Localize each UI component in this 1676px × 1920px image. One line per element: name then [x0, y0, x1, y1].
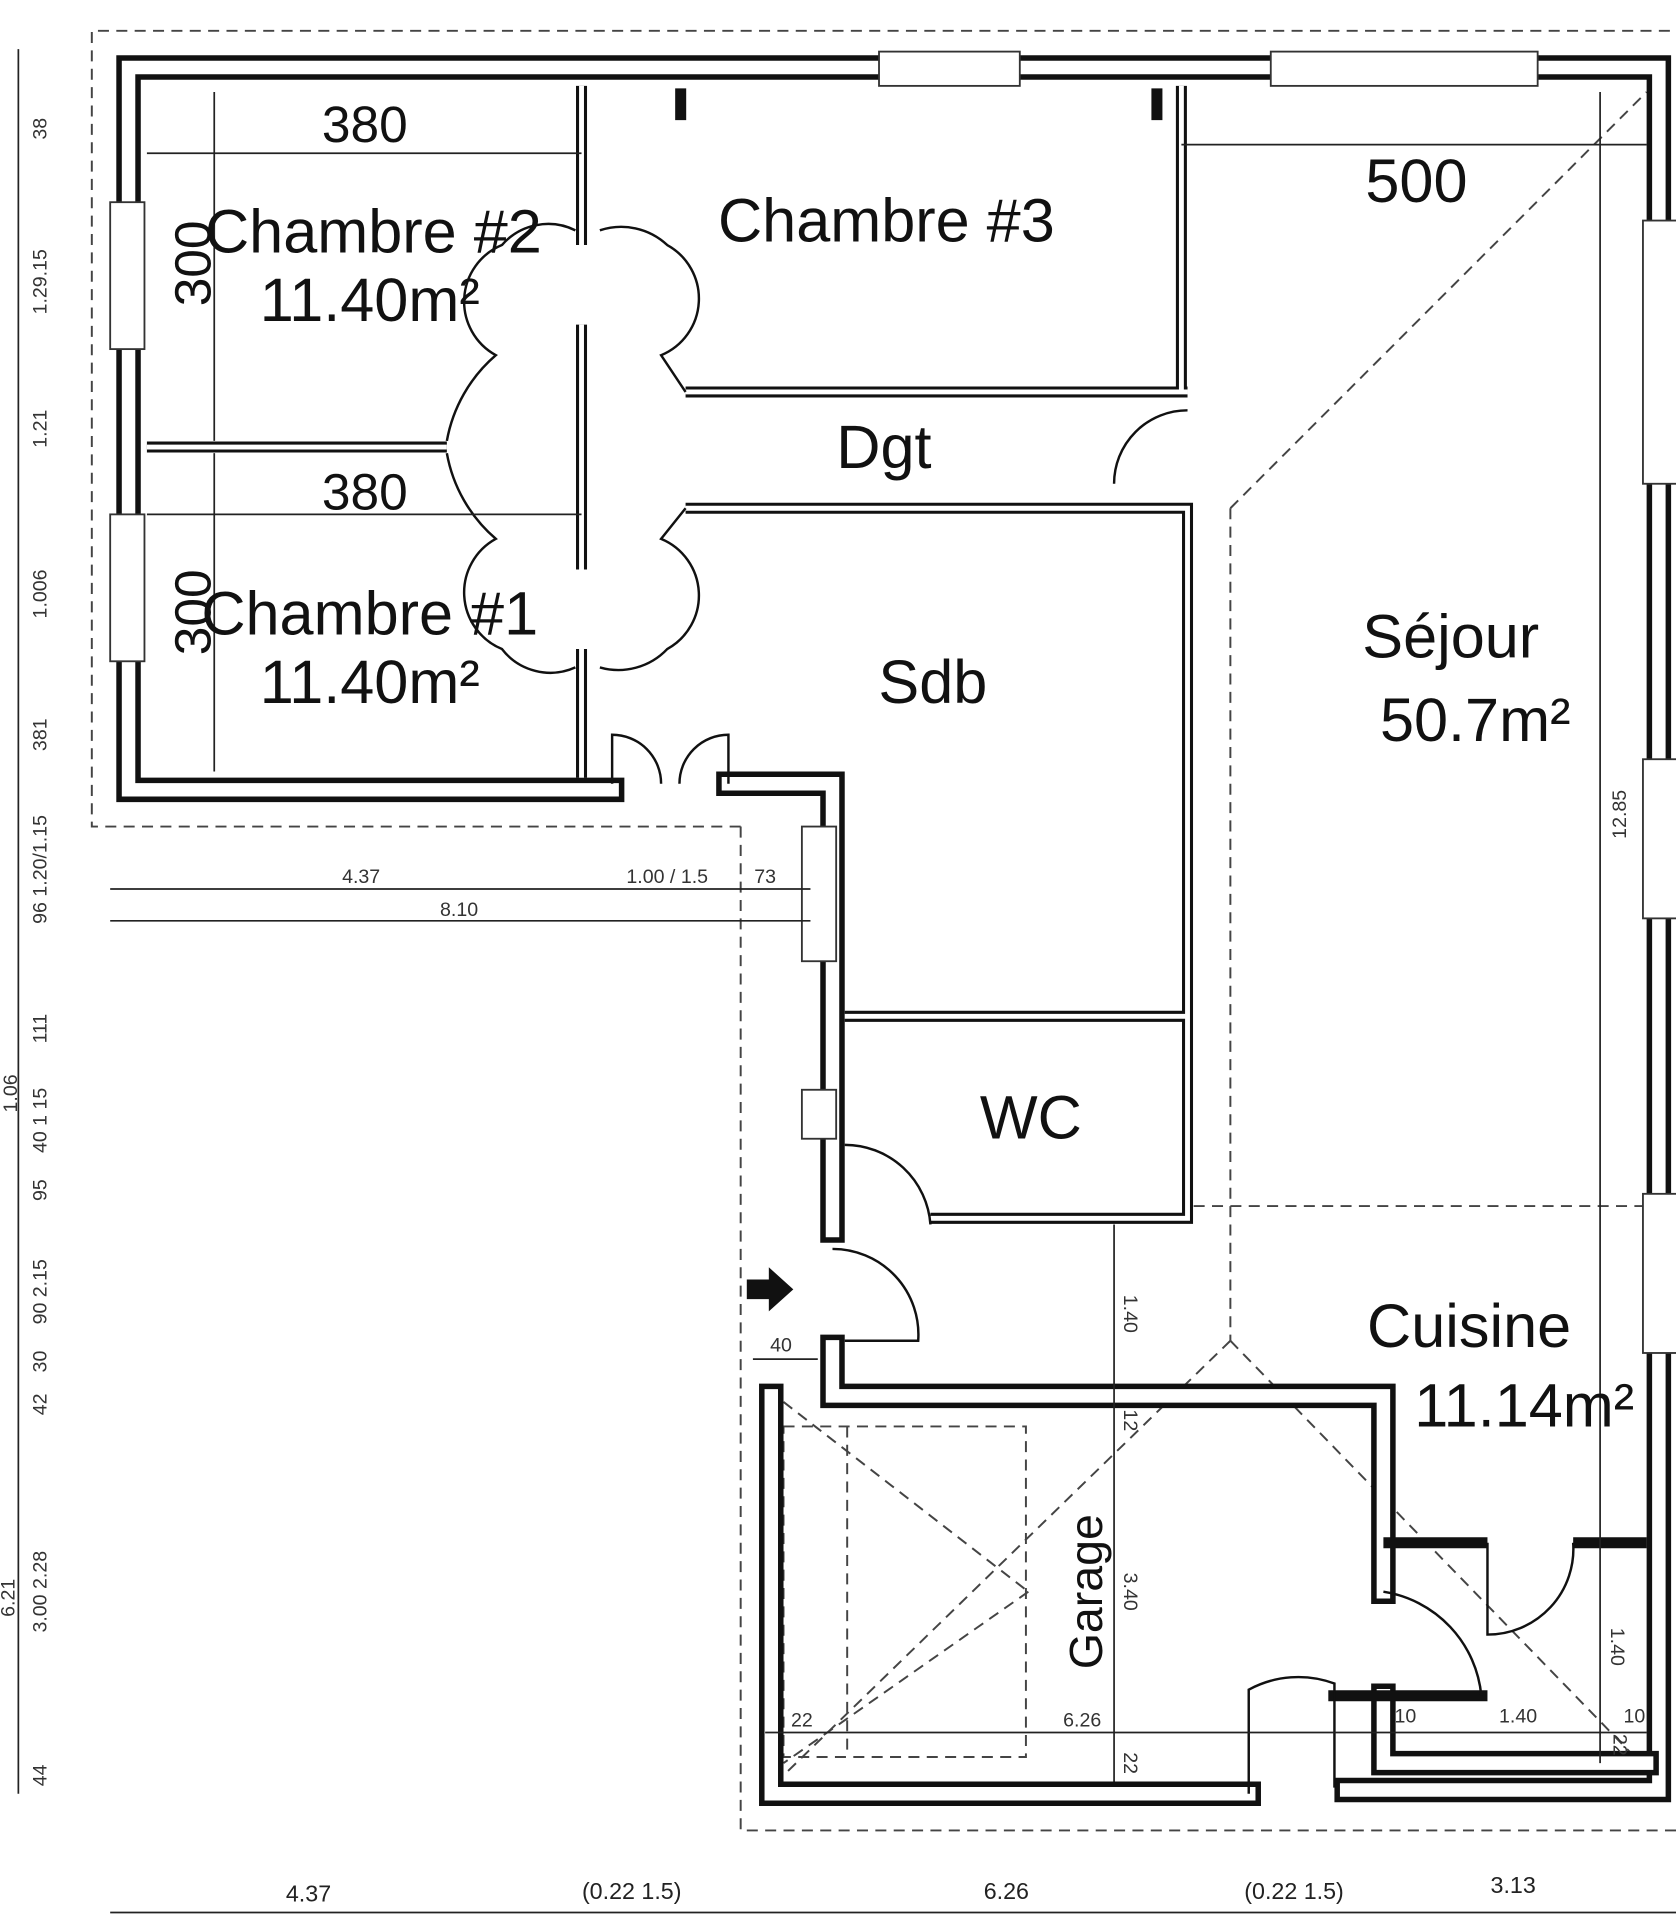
entry-dim-437: 4.37: [342, 866, 380, 888]
sdb-name: Sdb: [878, 648, 987, 716]
left-dim: 42: [30, 1394, 52, 1416]
window: [800, 825, 838, 963]
entry-dim-810: 8.10: [440, 899, 478, 921]
garage-name: Garage: [1060, 1514, 1112, 1669]
kitchen-dim-10b: 10: [1623, 1706, 1645, 1728]
wc-name: WC: [980, 1084, 1082, 1152]
bottom-dim: (0.22 1.5): [1244, 1878, 1344, 1904]
chambre2-width: 380: [322, 95, 408, 153]
window: [800, 1088, 838, 1140]
left-dim: 3.00 2.28: [30, 1551, 52, 1633]
sejour-length: 12.85: [1609, 790, 1631, 839]
entry-40: 40: [770, 1335, 792, 1357]
entry-dim-100: 1.00 / 1.5: [626, 866, 708, 888]
left-dim: 381: [30, 718, 52, 751]
dgt-name: Dgt: [836, 413, 931, 481]
kitchen-dim-10a: 10: [1395, 1706, 1417, 1728]
sejour-width: 500: [1365, 147, 1467, 215]
chambre2-depth: 300: [164, 221, 222, 307]
bottom-dimension-row: 4.37 (0.22 1.5) 6.26 (0.22 1.5) 3.13: [286, 1872, 1536, 1907]
chambre2-area: 11.40m²: [260, 266, 480, 334]
left-dimension-column: 38 1.29.15 1.21 1.006 381 96 1.20/1.15 1…: [0, 118, 52, 1787]
garage-length: 6.26: [1063, 1709, 1101, 1731]
dimension-lines: [17, 49, 1676, 1914]
left-dim: 90 2.15: [30, 1259, 52, 1324]
chambre1-width: 380: [322, 462, 408, 520]
bottom-dim: 4.37: [286, 1880, 331, 1906]
left-dim: 96 1.20/1.15: [30, 815, 52, 924]
window: [878, 50, 1021, 87]
garage-wall-bottom: 22: [1119, 1752, 1141, 1774]
cuisine-area: 11.14m²: [1414, 1371, 1634, 1439]
entry-dim-73: 73: [754, 866, 776, 888]
left-dim: 1.006: [30, 569, 52, 618]
window: [109, 513, 146, 663]
sejour-area: 50.7m²: [1380, 686, 1570, 754]
chambre1-area: 11.40m²: [260, 648, 480, 716]
kitchen-dim-140: 1.40: [1499, 1706, 1537, 1728]
garage-wall-left: 22: [791, 1709, 813, 1731]
left-dim: 1.21: [30, 410, 52, 448]
left-dim: 1.29.15: [30, 249, 52, 314]
interior-walls: [146, 85, 1647, 1702]
window: [1269, 50, 1539, 87]
garage-wall-top: 12: [1119, 1409, 1141, 1431]
window: [1642, 219, 1676, 485]
window: [109, 201, 146, 351]
left-dim: 40 1 15: [30, 1088, 52, 1153]
chambre1-depth: 300: [164, 569, 222, 655]
left-dim: 30: [30, 1351, 52, 1373]
chambre1-name: Chambre #1: [201, 579, 538, 647]
left-dim: 1.06: [0, 1074, 22, 1112]
corridor-dim: 1.40: [1119, 1295, 1141, 1333]
left-dim: 111: [30, 1014, 52, 1044]
windows: [109, 50, 1676, 1354]
bottom-dim: (0.22 1.5): [582, 1878, 682, 1904]
left-dim: 95: [30, 1179, 52, 1201]
chambre3-name: Chambre #3: [718, 186, 1055, 254]
sejour-name: Séjour: [1362, 603, 1539, 671]
window: [1642, 1192, 1676, 1354]
entrance-arrow-icon: [746, 1267, 794, 1312]
left-dim: 38: [30, 118, 52, 140]
left-dim: 44: [30, 1764, 52, 1786]
window: [1642, 758, 1676, 920]
left-dim: 6.21: [0, 1579, 20, 1617]
kitchen-dim-22: 22: [1609, 1734, 1631, 1756]
garage-width: 3.40: [1119, 1573, 1141, 1611]
cuisine-name: Cuisine: [1367, 1292, 1571, 1360]
kitchen-dim-140v: 1.40: [1606, 1628, 1628, 1666]
doors: [445, 222, 1575, 1794]
chambre2-name: Chambre #2: [205, 197, 542, 265]
bottom-dim: 6.26: [984, 1878, 1029, 1904]
bottom-dim: 3.13: [1491, 1872, 1536, 1898]
